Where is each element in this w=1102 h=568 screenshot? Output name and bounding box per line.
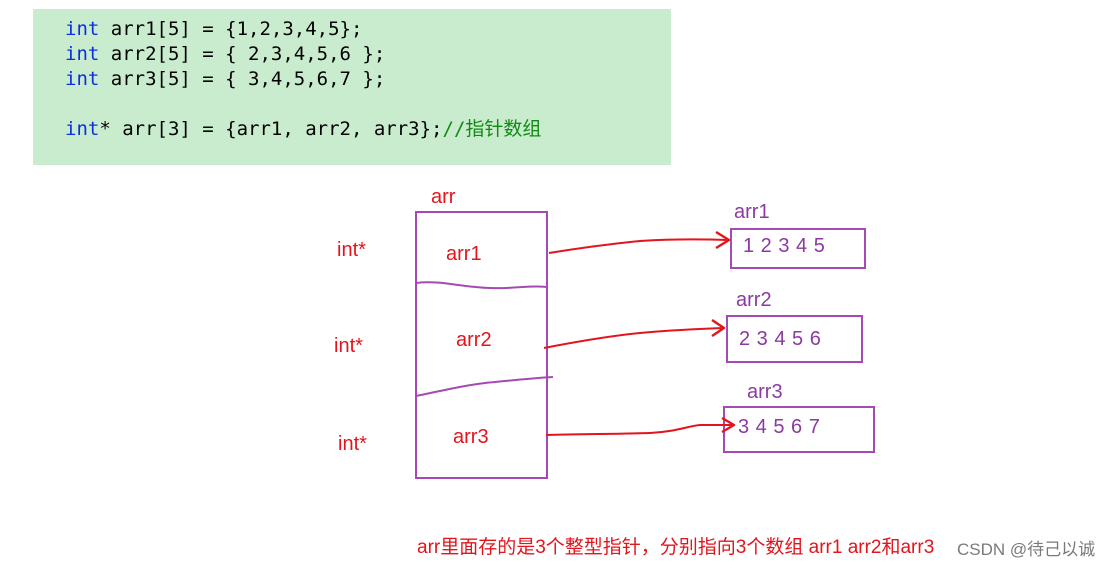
arrowhead-arr3	[721, 416, 736, 434]
code-line-2: int arr2[5] = { 2,3,4,5,6 };	[65, 42, 385, 67]
element-type-label-3: int*	[338, 433, 367, 455]
cell-divider-2	[415, 376, 554, 397]
element-type-label-2: int*	[334, 335, 363, 357]
code-block: int arr1[5] = {1,2,3,4,5}; int arr2[5] =…	[33, 9, 671, 165]
code-keyword: int	[65, 118, 100, 140]
cell-label-arr2: arr2	[456, 329, 492, 351]
code-text: arr1[5] = {1,2,3,4,5};	[99, 18, 363, 40]
watermark: CSDN @待己以诚	[957, 540, 1096, 559]
code-keyword: int	[65, 68, 100, 90]
pointer-array-box	[415, 211, 548, 479]
code-text: arr2[5] = { 2,3,4,5,6 };	[99, 43, 386, 65]
arrow-arr3	[545, 424, 733, 436]
code-keyword: int	[65, 43, 100, 65]
arrow-arr1	[548, 238, 729, 254]
diagram-caption: arr里面存的是3个整型指针，分别指向3个数组 arr1 arr2和arr3	[417, 537, 935, 558]
arrowhead-arr1	[715, 230, 731, 250]
code-line-1: int arr1[5] = {1,2,3,4,5};	[65, 17, 362, 42]
target-array-label-arr3: arr3	[747, 381, 783, 403]
target-array-values-arr1: 1 2 3 4 5	[743, 235, 825, 257]
target-array-values-arr3: 3 4 5 6 7	[738, 416, 820, 438]
code-line-3: int arr3[5] = { 3,4,5,6,7 };	[65, 67, 385, 92]
code-text: * arr[3] = {arr1, arr2, arr3};	[99, 118, 443, 140]
cell-label-arr3: arr3	[453, 426, 489, 448]
code-comment: //指针数组	[442, 118, 542, 140]
target-array-box-arr2	[726, 315, 863, 363]
code-line-4: int* arr[3] = {arr1, arr2, arr3};//指针数组	[65, 117, 541, 142]
target-array-label-arr1: arr1	[734, 201, 770, 223]
code-keyword: int	[65, 18, 100, 40]
code-text: arr3[5] = { 3,4,5,6,7 };	[99, 68, 386, 90]
arrowhead-arr2	[711, 319, 726, 337]
pointer-array-label: arr	[431, 186, 456, 208]
cell-divider-1	[415, 281, 547, 290]
element-type-label-1: int*	[337, 239, 366, 261]
cell-label-arr1: arr1	[446, 243, 482, 265]
target-array-label-arr2: arr2	[736, 289, 772, 311]
target-array-box-arr1	[730, 228, 866, 269]
target-array-values-arr2: 2 3 4 5 6	[739, 328, 821, 350]
arrow-arr2	[543, 327, 724, 349]
